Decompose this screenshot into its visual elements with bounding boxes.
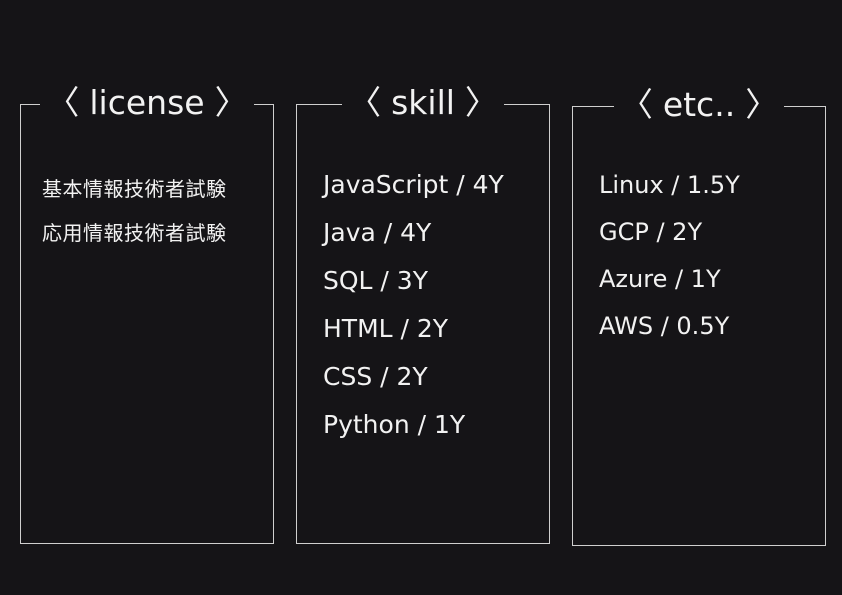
open-bracket: 〈 [348, 83, 382, 122]
license-item: 基本情報技術者試験 [42, 177, 227, 201]
etc-item: AWS / 0.5Y [599, 312, 730, 340]
etc-panel: 〈etc..〉 Linux / 1.5Y GCP / 2Y Azure / 1Y… [572, 85, 826, 546]
etc-list: Linux / 1.5Y GCP / 2Y Azure / 1Y AWS / 0… [599, 162, 825, 350]
open-bracket: 〈 [46, 83, 80, 122]
skill-item: Java / 4Y [323, 218, 432, 247]
skill-list: JavaScript / 4Y Java / 4Y SQL / 3Y HTML … [323, 161, 549, 449]
etc-item: GCP / 2Y [599, 218, 703, 246]
license-panel-title: 〈license〉 [21, 83, 273, 123]
license-panel: 〈license〉 基本情報技術者試験 応用情報技術者試験 [20, 83, 274, 544]
open-bracket: 〈 [619, 85, 653, 124]
skill-item: HTML / 2Y [323, 314, 449, 343]
skill-title: skill [391, 83, 455, 122]
license-list: 基本情報技術者試験 応用情報技術者試験 [42, 167, 273, 255]
etc-item: Linux / 1.5Y [599, 171, 740, 199]
license-item: 応用情報技術者試験 [42, 221, 227, 245]
skill-panel-title: 〈skill〉 [297, 83, 549, 123]
skill-item: SQL / 3Y [323, 266, 428, 295]
skill-item: CSS / 2Y [323, 362, 428, 391]
close-bracket: 〉 [745, 85, 779, 124]
skill-item: JavaScript / 4Y [323, 170, 504, 199]
etc-item: Azure / 1Y [599, 265, 721, 293]
license-title: license [89, 83, 205, 122]
skill-item: Python / 1Y [323, 410, 466, 439]
skill-panel: 〈skill〉 JavaScript / 4Y Java / 4Y SQL / … [296, 83, 550, 544]
etc-panel-title: 〈etc..〉 [573, 85, 825, 125]
close-bracket: 〉 [464, 83, 498, 122]
close-bracket: 〉 [214, 83, 248, 122]
etc-title: etc.. [662, 85, 736, 124]
